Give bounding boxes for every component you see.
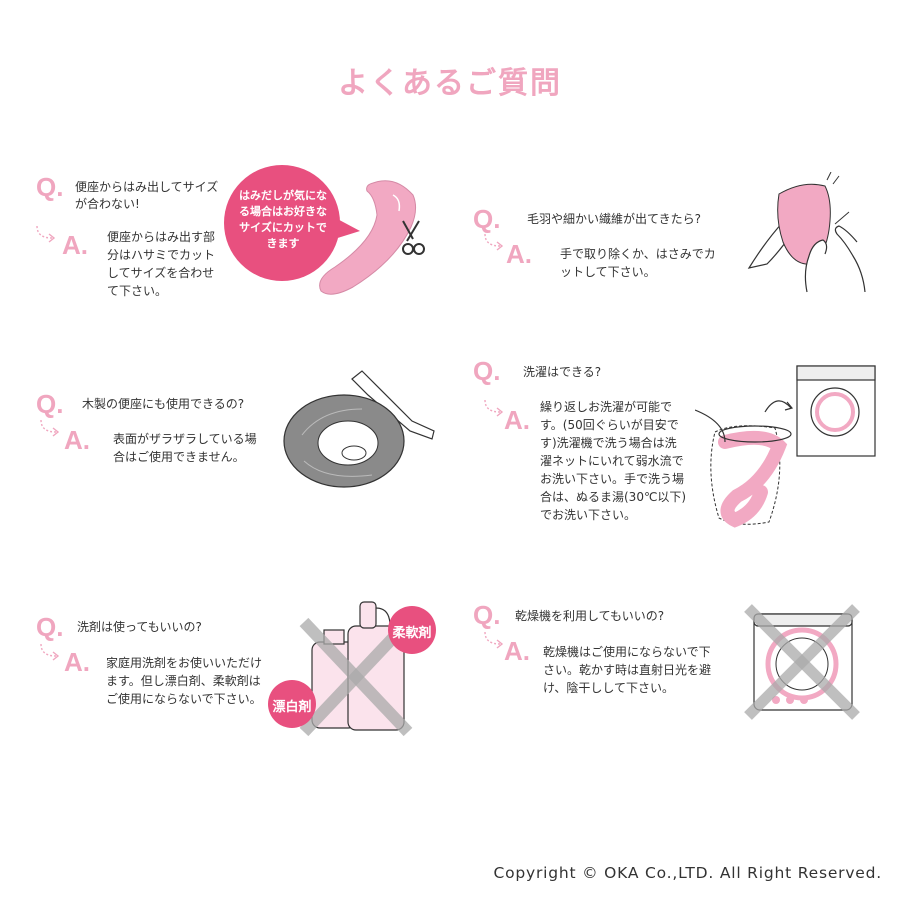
answer-text: 家庭用洗剤をお使いいただけます。但し漂白剤、柔軟剤はご使用にならないで下さい。 <box>106 656 263 706</box>
answer-text: 便座からはみ出す部分はハサミでカットしてサイズを合わせて下さい。 <box>107 230 216 298</box>
toilet-seat-illustration <box>283 370 435 488</box>
copyright-notice: Copyright © OKA Co.,LTD. All Right Reser… <box>493 864 882 882</box>
question-marker: Q. <box>36 389 64 419</box>
question-text: 便座からはみ出してサイズが合わない! <box>75 180 219 211</box>
question-marker: Q. <box>36 172 64 202</box>
answer-text: 繰り返しお洗濯が可能です。(50回ぐらいが目安です)洗濯機で洗う場合は洗濯ネット… <box>540 400 687 522</box>
page-title: よくあるご質問 <box>338 66 562 101</box>
arrow-icon <box>40 419 60 437</box>
arrow-icon <box>484 399 504 417</box>
question-text: 洗濯はできる? <box>523 365 602 379</box>
answer-text: 表面がザラザラしている場合はご使用できません。 <box>113 432 257 464</box>
answer-marker: A. <box>504 636 530 666</box>
bleach-badge: 漂白剤 <box>272 700 312 715</box>
dryer-crossed-illustration <box>744 604 860 720</box>
washing-machine-laundry-net-illustration <box>695 365 876 528</box>
question-marker: Q. <box>36 612 64 642</box>
answer-marker: A. <box>506 239 532 269</box>
question-text: 木製の便座にも使用できるの? <box>82 397 245 411</box>
question-text: 洗剤は使ってもいいの? <box>77 620 202 634</box>
answer-marker: A. <box>504 405 530 435</box>
question-marker: Q. <box>473 600 501 630</box>
detergent-bottles-illustration <box>268 601 436 737</box>
speech-bubble-illustration <box>224 165 360 281</box>
arrow-icon <box>36 225 56 243</box>
answer-text: 手で取り除くか、はさみでカットして下さい。 <box>560 247 716 279</box>
answer-marker: A. <box>62 230 88 260</box>
seat-cover-scissors-illustration <box>319 180 425 295</box>
arrow-icon <box>40 643 60 661</box>
softener-badge: 柔軟剤 <box>392 626 432 641</box>
arrow-icon <box>484 233 504 251</box>
question-marker: Q. <box>473 356 501 386</box>
question-marker: Q. <box>473 204 501 234</box>
question-text: 毛羽や細かい繊維が出てきたら? <box>527 212 702 226</box>
answer-text: 乾燥機はご使用にならないで下さい。乾かす時は直射日光を避け、陰干しして下さい。 <box>543 645 712 695</box>
speech-bubble-text: はみだしが気になる場合はお好きなサイズにカットできます <box>239 189 327 250</box>
hands-removing-fiber-illustration <box>747 172 866 293</box>
answer-marker: A. <box>64 425 90 455</box>
question-text: 乾燥機を利用してもいいの? <box>515 609 665 623</box>
arrow-icon <box>484 631 504 649</box>
answer-marker: A. <box>64 647 90 677</box>
